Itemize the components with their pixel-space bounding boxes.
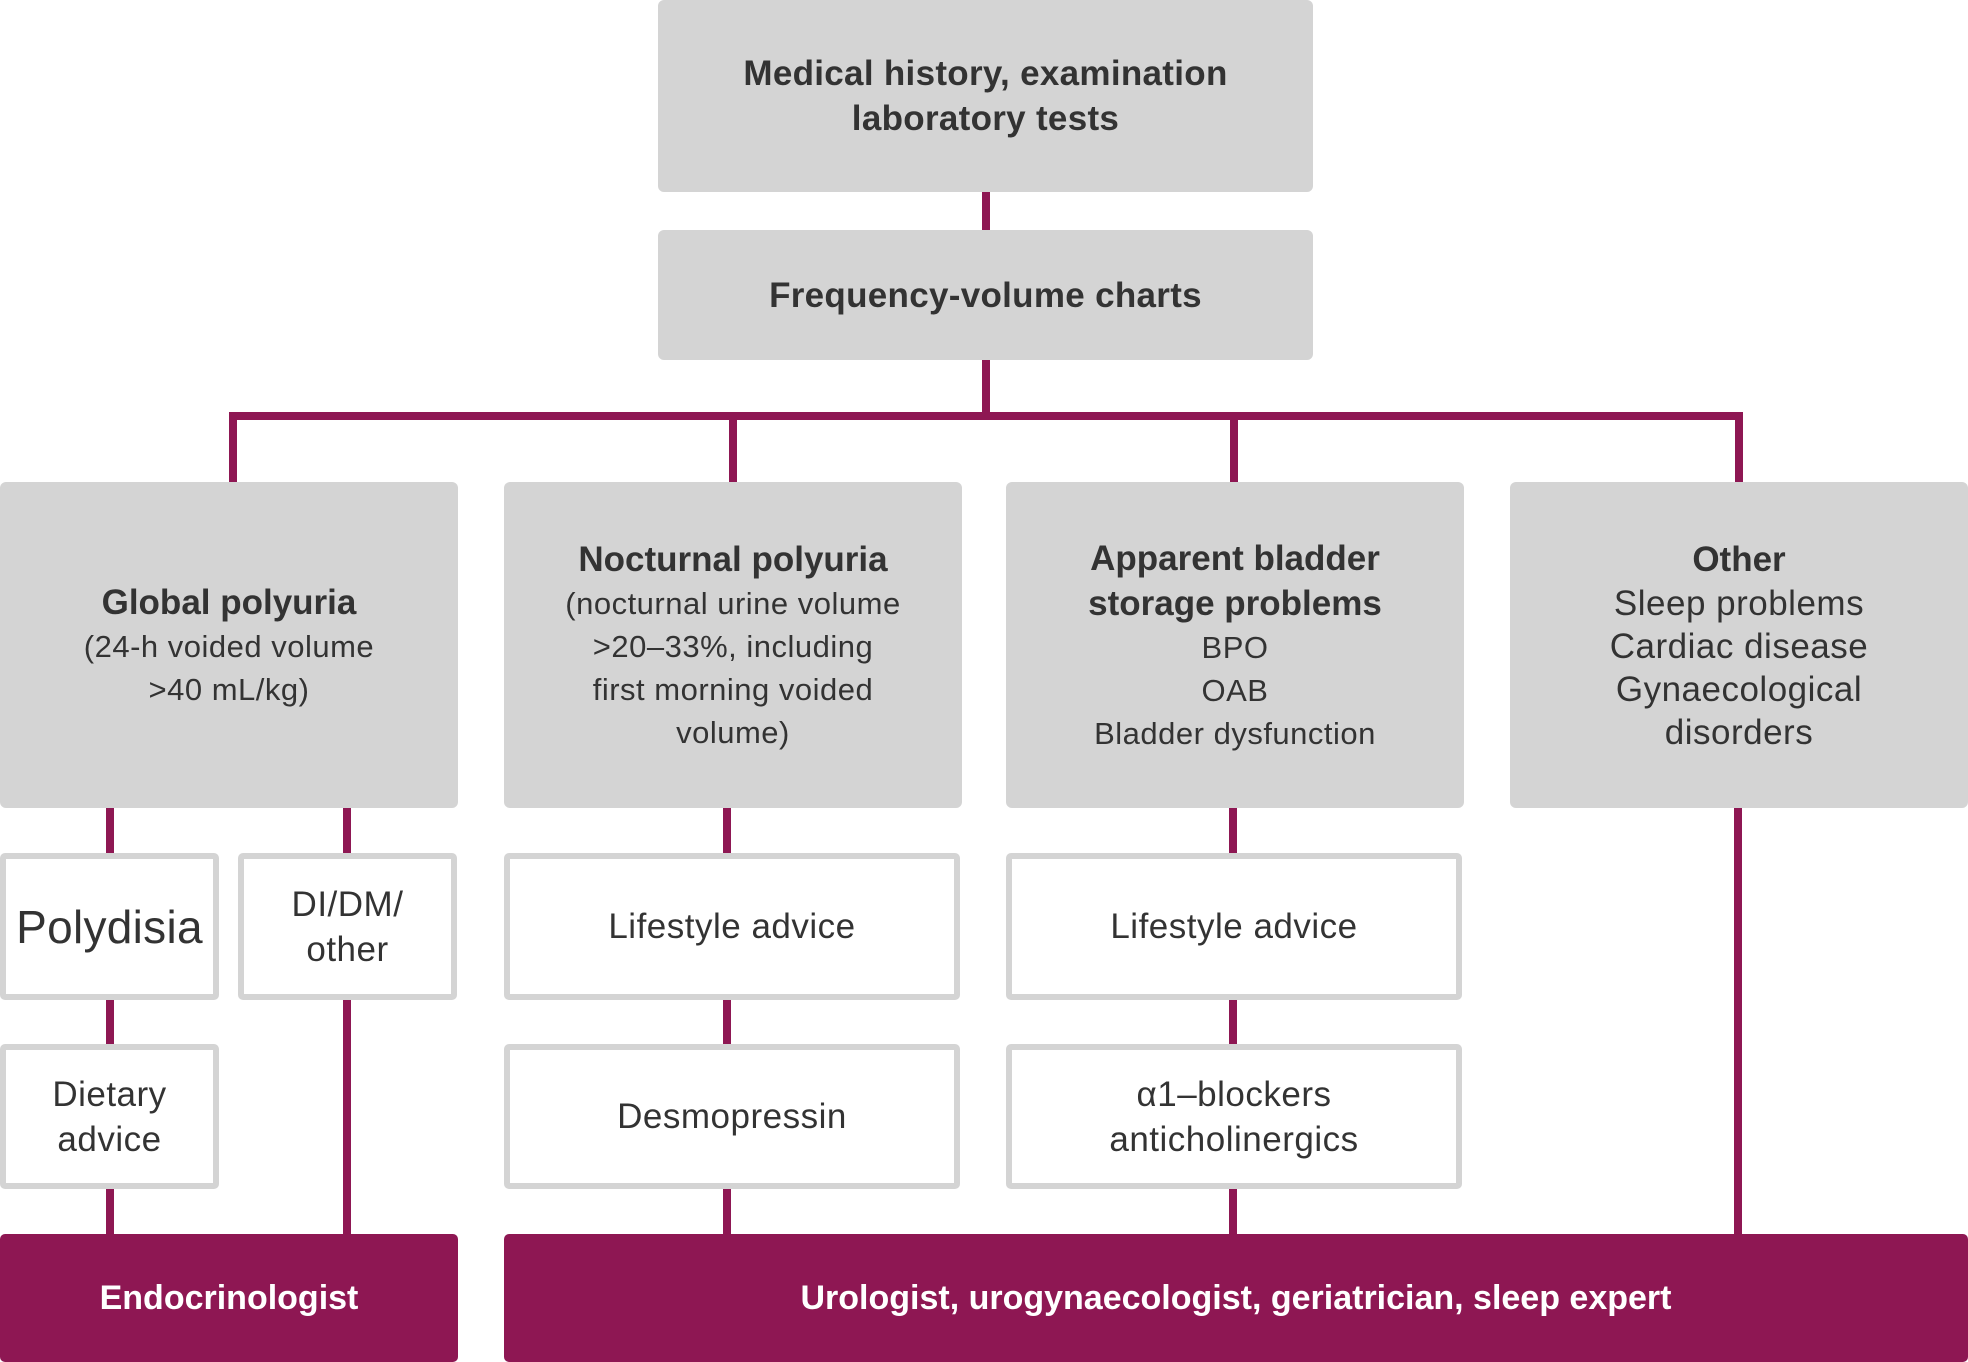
connector — [106, 1189, 114, 1234]
global-polyuria-line: >40 mL/kg) — [148, 671, 310, 707]
endocrinologist-label: Endocrinologist — [99, 1278, 359, 1317]
medical-history-line: laboratory tests — [851, 99, 1120, 138]
nocturnal-polyuria-box: Nocturnal polyuria (nocturnal urine volu… — [504, 482, 962, 808]
di-dm-other-line: DI/DM/ — [291, 884, 404, 924]
nocturnal-polyuria-title: Nocturnal polyuria — [578, 539, 888, 579]
global-polyuria-box: Global polyuria (24-h voided volume >40 … — [0, 482, 458, 808]
connector — [1230, 412, 1238, 482]
connector — [343, 808, 351, 853]
bladder-storage-line: OAB — [1201, 672, 1269, 708]
desmopressin-label: Desmopressin — [617, 1097, 847, 1136]
di-dm-other-line: other — [306, 929, 389, 969]
lifestyle-advice-nocturnal-box: Lifestyle advice — [504, 853, 960, 1000]
lifestyle-advice-bladder-box: Lifestyle advice — [1006, 853, 1462, 1000]
connector — [229, 412, 1743, 420]
bladder-storage-title: storage problems — [1088, 583, 1382, 623]
connector — [1229, 1189, 1237, 1234]
bladder-storage-box: Apparent bladder storage problems BPO OA… — [1006, 482, 1464, 808]
connector — [1229, 808, 1237, 853]
connector — [982, 360, 990, 412]
other-box: Other Sleep problems Cardiac disease Gyn… — [1510, 482, 1968, 808]
dietary-advice-box: Dietary advice — [0, 1044, 219, 1189]
connector — [229, 412, 237, 482]
global-polyuria-title: Global polyuria — [101, 582, 357, 622]
other-line: Cardiac disease — [1609, 626, 1869, 666]
other-line: Sleep problems — [1613, 583, 1865, 623]
connector — [1734, 808, 1742, 1234]
polydipsia-box: Polydisia — [0, 853, 219, 1000]
urologist-label: Urologist, urogynaecologist, geriatricia… — [800, 1278, 1672, 1317]
other-line: Gynaecological — [1615, 669, 1863, 709]
polydipsia-label: Polydisia — [16, 900, 203, 953]
nocturnal-polyuria-line: volume) — [676, 714, 790, 750]
dietary-advice-line: advice — [57, 1119, 162, 1159]
bladder-storage-title: Apparent bladder — [1090, 538, 1380, 578]
dietary-advice-line: Dietary — [52, 1074, 167, 1114]
lifestyle-advice-label: Lifestyle advice — [608, 907, 856, 946]
other-title: Other — [1692, 539, 1786, 579]
bladder-storage-line: BPO — [1201, 629, 1269, 665]
frequency-volume-charts-label: Frequency-volume charts — [769, 275, 1202, 315]
desmopressin-box: Desmopressin — [504, 1044, 960, 1189]
frequency-volume-charts-box: Frequency-volume charts — [658, 230, 1313, 360]
nocturnal-polyuria-line: first morning voided — [592, 671, 874, 707]
blockers-box: α1–blockers anticholinergics — [1006, 1044, 1462, 1189]
global-polyuria-line: (24-h voided volume — [83, 628, 375, 664]
connector — [723, 1000, 731, 1044]
connector — [106, 1000, 114, 1044]
lifestyle-advice-label: Lifestyle advice — [1110, 907, 1358, 946]
bladder-storage-line: Bladder dysfunction — [1094, 715, 1376, 751]
connector — [1229, 1000, 1237, 1044]
medical-history-box: Medical history, examination laboratory … — [658, 0, 1313, 192]
connector — [106, 808, 114, 853]
other-line: disorders — [1664, 712, 1814, 752]
connector — [343, 1000, 351, 1234]
medical-history-line: Medical history, examination — [743, 54, 1228, 93]
urologist-box: Urologist, urogynaecologist, geriatricia… — [504, 1234, 1968, 1362]
connector — [1735, 412, 1743, 482]
connector — [982, 192, 990, 230]
di-dm-other-box: DI/DM/ other — [238, 853, 457, 1000]
blockers-line: α1–blockers — [1136, 1074, 1332, 1114]
nocturnal-polyuria-line: >20–33%, including — [592, 628, 874, 664]
endocrinologist-box: Endocrinologist — [0, 1234, 458, 1362]
connector — [729, 412, 737, 482]
connector — [723, 1189, 731, 1234]
connector — [723, 808, 731, 853]
nocturnal-polyuria-line: (nocturnal urine volume — [565, 585, 901, 621]
blockers-line: anticholinergics — [1109, 1119, 1359, 1159]
